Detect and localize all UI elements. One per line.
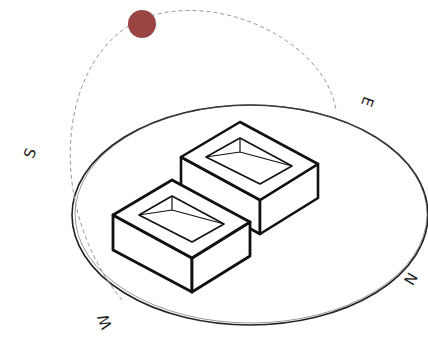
sun-path-arc [70, 10, 336, 300]
compass-label: E [358, 94, 375, 108]
horizon-ellipse [72, 105, 428, 325]
sun [128, 10, 156, 38]
building-front [113, 180, 250, 292]
horizon-sketch-line [75, 105, 427, 323]
compass-label: S [22, 146, 39, 160]
compass-label: W [96, 312, 115, 331]
compass-label: N [402, 271, 421, 288]
